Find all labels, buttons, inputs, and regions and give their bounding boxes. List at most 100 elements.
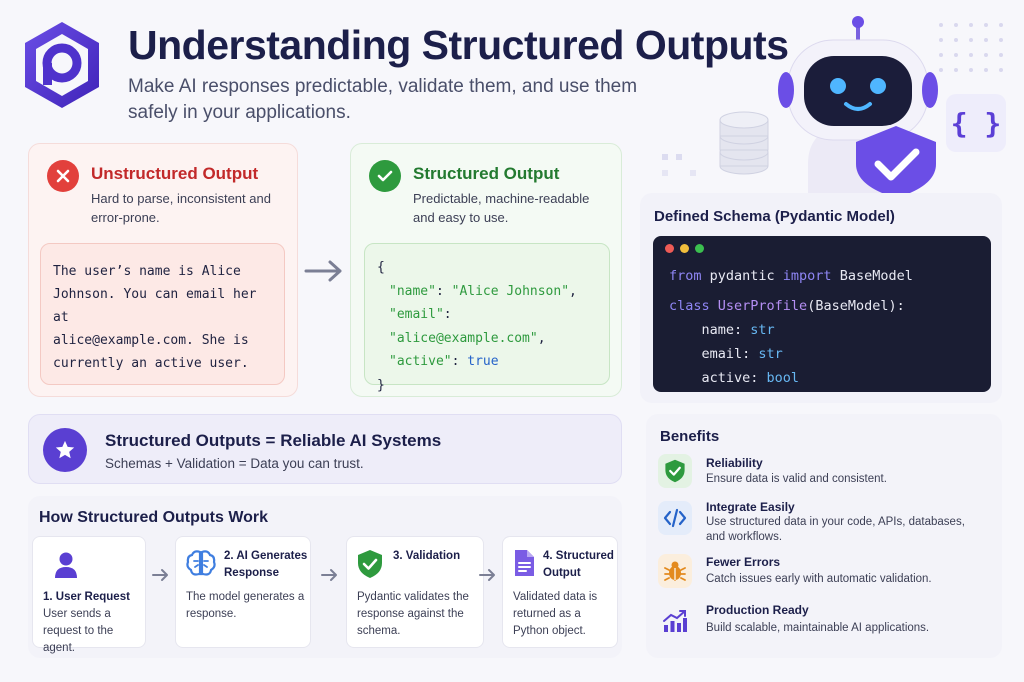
json-value: "alice@example.com" [389,330,538,346]
code-field: email: [669,346,759,362]
window-close-dot [665,244,674,253]
structured-description: Predictable, machine-readable and easy t… [413,191,590,225]
step-title: 1. User Request [43,591,130,603]
star-icon [43,428,87,472]
arrow-right-icon [321,569,337,581]
code-block: from pydantic import BaseModel class User… [669,264,913,390]
step-structured-output: 4. Structured Output Validated data is r… [502,536,618,648]
json-value: "Alice Johnson" [451,283,570,299]
decorative-squares-icon [662,154,696,176]
chart-growth-icon [658,604,692,638]
step-title: 4. Structured Output [543,550,614,579]
example-line: alice@example.com. She is [53,333,249,348]
bug-icon [658,554,692,588]
unstructured-example: The user’s name is Alice Johnson. You ca… [40,243,285,385]
code-class-name: UserProfile [709,298,808,314]
code-type: bool [766,370,800,386]
robot-mascot-icon [778,16,938,194]
example-line: Johnson. You can email her at [53,287,257,325]
json-comma: , [569,283,577,299]
benefit-title: Reliability [706,456,763,470]
shield-check-icon [358,550,382,578]
shield-check-icon [658,454,692,488]
code-window: from pydantic import BaseModel class User… [653,236,991,392]
json-field: "name": "Alice Johnson", [389,283,577,299]
unstructured-description: Hard to parse, inconsistent and error-pr… [91,191,271,225]
step-title: 3. Validation [393,550,461,562]
step-description: The model generates a response. [186,591,305,620]
benefit-description: Use structured data in your code, APIs, … [706,516,965,543]
json-field: "email": "alice@example.com", [389,307,546,346]
code-type: str [758,346,783,362]
unstructured-output-card: Unstructured Output Hard to parse, incon… [28,143,298,397]
structured-title: Structured Output [413,164,560,183]
benefit-description: Build scalable, maintainable AI applicat… [706,622,930,634]
json-key: "active" [389,354,452,369]
arrow-right-icon [152,569,168,581]
step-description: User sends a request to the agent. [43,608,114,654]
step-user-request: 1. User Request User sends a request to … [32,536,146,654]
code-keyword: import [782,268,832,284]
error-x-icon [47,160,79,192]
banner-title: Structured Outputs = Reliable AI Systems [105,431,442,450]
how-it-works-title: How Structured Outputs Work [39,509,269,526]
code-field: name: [669,322,751,338]
user-icon [55,552,77,578]
benefits-title: Benefits [660,428,720,445]
json-open-brace: { [377,260,385,275]
json-key: "name" [389,283,436,299]
brain-icon [186,550,216,576]
code-module: pydantic [701,268,783,284]
benefit-title: Integrate Easily [706,500,795,514]
benefit-description: Ensure data is valid and consistent. [706,473,887,485]
json-key: "email" [389,307,444,322]
example-line: currently an active user. [53,356,249,371]
benefits-card: Benefits Reliability Ensure data is vali… [646,414,1002,658]
step-description: Pydantic validates the response against … [357,591,469,637]
example-line: The user’s name is Alice [53,264,241,279]
code-name: BaseModel [831,268,913,284]
code-line: class UserProfile(BaseModel): [669,294,913,318]
window-minimize-dot [680,244,689,253]
step-ai-generates: 2. AI Generates Response The model gener… [175,536,311,648]
benefit-description: Catch issues early with automatic valida… [706,573,932,585]
json-comma: , [537,330,546,346]
code-line: from pydantic import BaseModel [669,264,913,288]
banner-subtitle: Schemas + Validation = Data you can trus… [105,456,364,471]
window-maximize-dot [695,244,704,253]
curly-braces-icon: { } [946,94,1006,152]
code-keyword: from [669,268,702,284]
arrow-right-icon [304,260,342,282]
json-field: "active": true [389,354,499,369]
code-field: active: [669,370,767,386]
database-icon [719,111,769,175]
code-base: (BaseModel): [807,298,905,314]
brand-logo-icon [25,22,99,108]
code-keyword: class [669,298,710,314]
page-subtitle: Make AI responses predictable, validate … [128,76,638,123]
code-type: str [750,322,775,338]
schema-title: Defined Schema (Pydantic Model) [654,208,895,225]
code-icon [658,501,692,535]
decorative-dots-icon [939,23,1003,72]
code-line: email: str [669,342,913,366]
benefit-title: Production Ready [706,603,809,617]
how-it-works-card: How Structured Outputs Work 1. User Requ… [28,496,622,658]
json-close-brace: } [377,377,385,393]
arrow-right-icon [479,569,495,581]
page-title: Understanding Structured Outputs [128,22,789,68]
reliability-banner: Structured Outputs = Reliable AI Systems… [28,414,622,484]
structured-json-example: { "name": "Alice Johnson", "email": "ali… [364,243,610,393]
structured-output-card: Structured Output Predictable, machine-r… [350,143,622,397]
unstructured-title: Unstructured Output [91,164,259,183]
benefit-title: Fewer Errors [706,555,781,569]
check-circle-icon [369,160,401,192]
step-validation: 3. Validation Pydantic validates the res… [346,536,484,648]
json-value: true [467,354,499,369]
document-icon [515,550,534,576]
step-description: Validated data is returned as a Python o… [513,591,598,637]
code-line: name: str [669,318,913,342]
step-title: 2. AI Generates Response [224,550,308,579]
schema-card: Defined Schema (Pydantic Model) from pyd… [640,193,1002,403]
code-line: active: bool [669,366,913,390]
